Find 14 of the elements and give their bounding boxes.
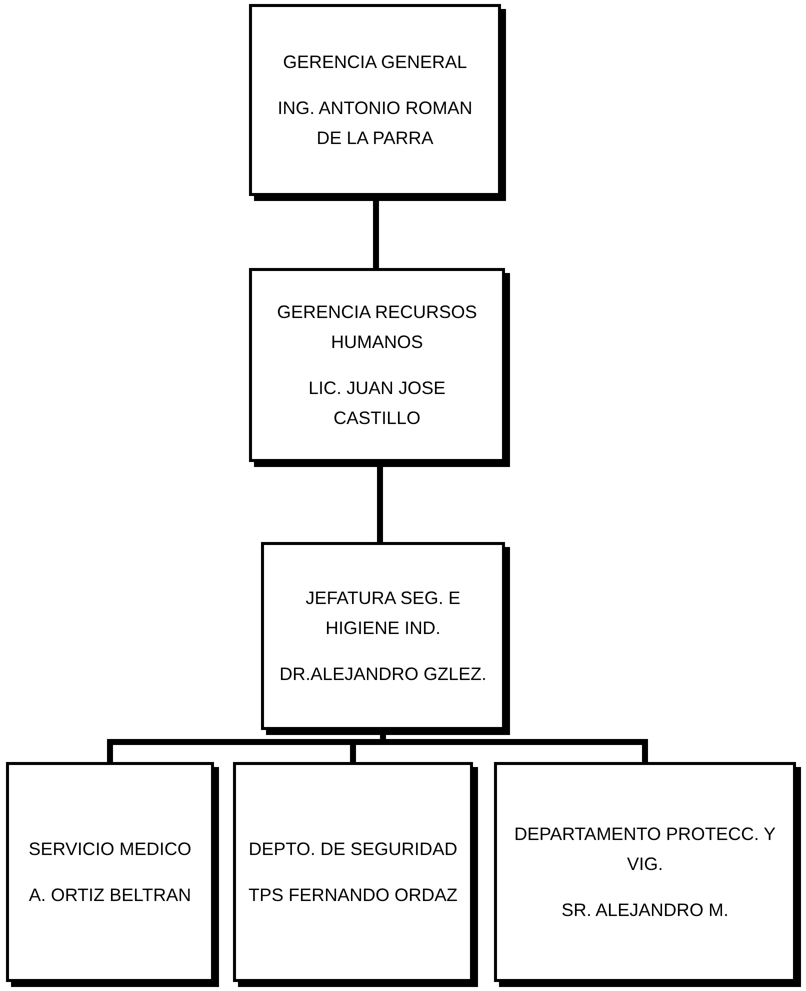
unit-title: DEPTO. DE SEGURIDAD [248, 838, 458, 861]
unit-title: JEFATURA SEG. E HIGIENE IND. [304, 587, 462, 640]
person-name: SR. ALEJANDRO M. [561, 899, 729, 922]
unit-title: DEPARTAMENTO PROTECC. Y VIG. [513, 823, 777, 876]
connector-line [377, 466, 383, 542]
person-name: ING. ANTONIO ROMAN DE LA PARRA [276, 97, 474, 150]
unit-title: GERENCIA GENERAL [282, 51, 468, 74]
person-name: A. ORTIZ BELTRAN [28, 884, 192, 907]
unit-title: GERENCIA RECURSOS HUMANOS [276, 301, 478, 354]
unit-title: SERVICIO MEDICO [28, 838, 192, 861]
person-name: DR.ALEJANDRO GZLEZ. [279, 663, 487, 686]
connector-line [373, 200, 379, 268]
person-name: TPS FERNANDO ORDAZ [248, 884, 458, 907]
person-name: LIC. JUAN JOSE CASTILLO [307, 377, 447, 430]
